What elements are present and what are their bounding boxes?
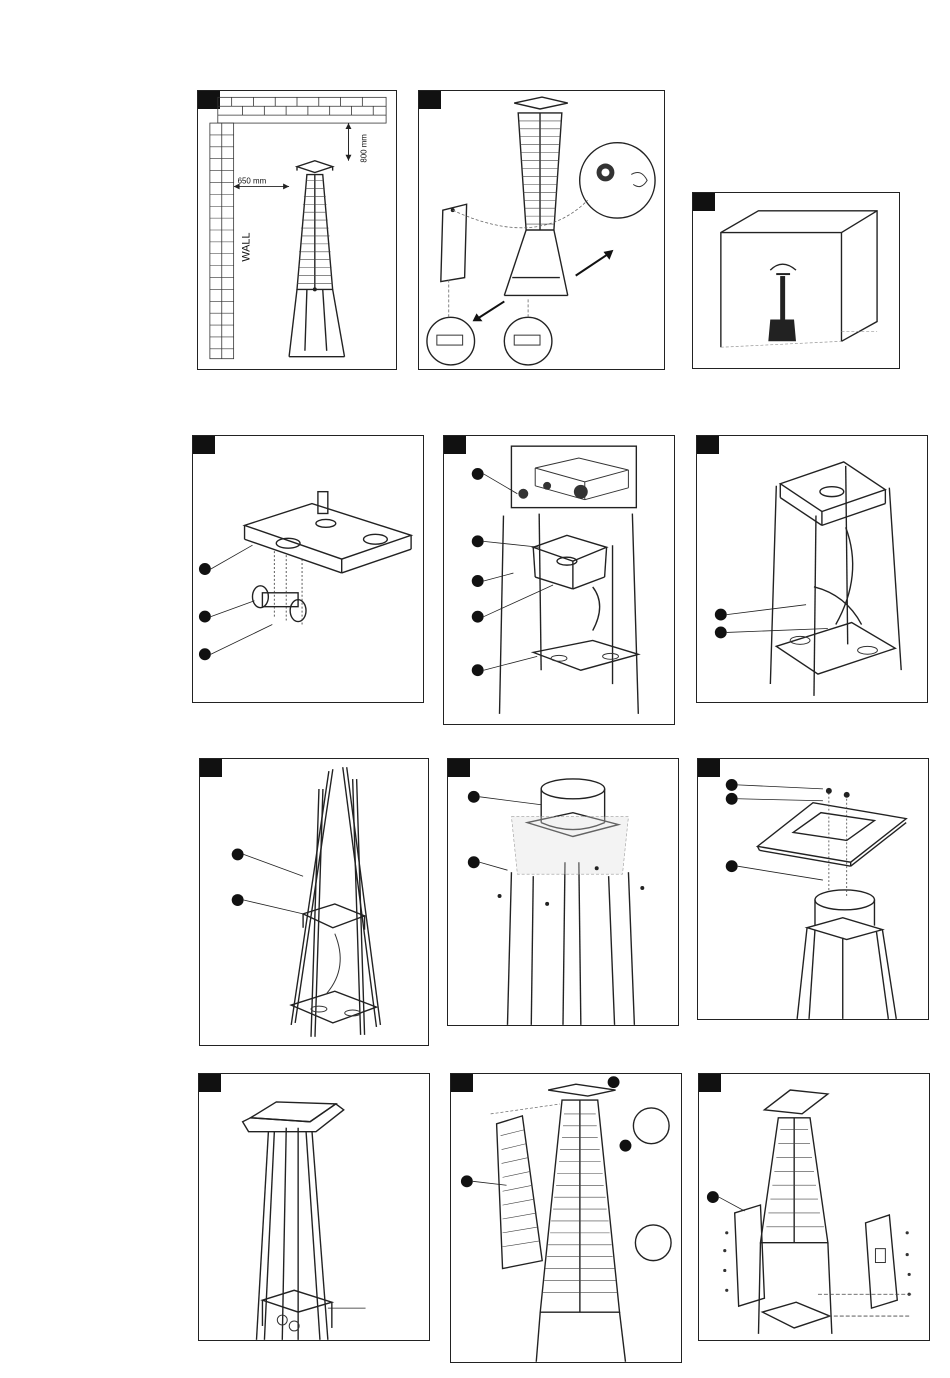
panel-5-valve-assembly — [443, 435, 675, 725]
frame-hose-diagram — [697, 436, 927, 702]
callout-marker — [472, 535, 484, 547]
valve-assembly-diagram — [444, 436, 674, 724]
wall-label: WALL — [240, 232, 252, 261]
callout-marker — [726, 793, 738, 805]
panel-1-wall-clearance: 650 mm 800 mm WALL — [197, 90, 397, 370]
open-door-diagram — [419, 91, 664, 369]
callout-marker — [620, 1140, 632, 1152]
callout-marker — [199, 611, 211, 623]
callout-marker — [468, 791, 480, 803]
panel-9-reflector-hood — [697, 758, 929, 1020]
panel-6-frame-hose — [696, 435, 928, 703]
bottom-panels-diagram — [699, 1074, 929, 1340]
upright-posts-diagram — [200, 759, 428, 1045]
panel-8-burner-head — [447, 758, 679, 1026]
callout-marker — [715, 609, 727, 621]
panel-3-enclosure — [692, 192, 900, 369]
enclosure-diagram — [693, 193, 899, 368]
callout-marker — [468, 856, 480, 868]
callout-marker — [232, 848, 244, 860]
panel-12-bottom-panels — [698, 1073, 930, 1341]
callout-marker — [726, 779, 738, 791]
callout-marker — [707, 1191, 719, 1203]
zoom-detail-bottom — [635, 1225, 671, 1261]
wheel-assembly — [252, 586, 306, 622]
zoom-detail-hinge-right — [504, 317, 552, 365]
base-wheels-diagram — [193, 436, 423, 702]
callout-marker — [726, 860, 738, 872]
callout-marker — [472, 611, 484, 623]
reflector-hood-diagram — [698, 759, 928, 1019]
callout-marker — [472, 575, 484, 587]
zoom-detail-hinge-left — [427, 317, 475, 365]
top-clearance-label: 800 mm — [359, 134, 368, 163]
panel-4-base-wheels — [192, 435, 424, 703]
glass-screens-diagram — [451, 1074, 681, 1362]
callout-marker — [232, 894, 244, 906]
zoom-detail-top — [633, 1108, 669, 1144]
callout-marker — [199, 648, 211, 660]
callout-marker — [472, 664, 484, 676]
callout-marker — [472, 468, 484, 480]
callout-marker — [608, 1076, 620, 1088]
callout-marker — [461, 1175, 473, 1187]
callout-marker — [715, 627, 727, 639]
heater-outline — [289, 161, 344, 357]
panel-2-open-door — [418, 90, 665, 370]
side-clearance-label: 650 mm — [238, 176, 267, 185]
panel-11-glass-screens — [450, 1073, 682, 1363]
glass-tube-diagram — [199, 1074, 429, 1340]
brick-wall-top — [218, 97, 386, 123]
panel-7-upright-posts — [199, 758, 429, 1046]
burner-head-diagram — [448, 759, 678, 1025]
inset-valve-detail — [511, 446, 636, 507]
callout-marker — [199, 563, 211, 575]
wall-clearance-diagram: 650 mm 800 mm WALL — [198, 91, 396, 369]
zoom-detail-knob — [580, 143, 655, 218]
panel-10-glass-tube — [198, 1073, 430, 1341]
